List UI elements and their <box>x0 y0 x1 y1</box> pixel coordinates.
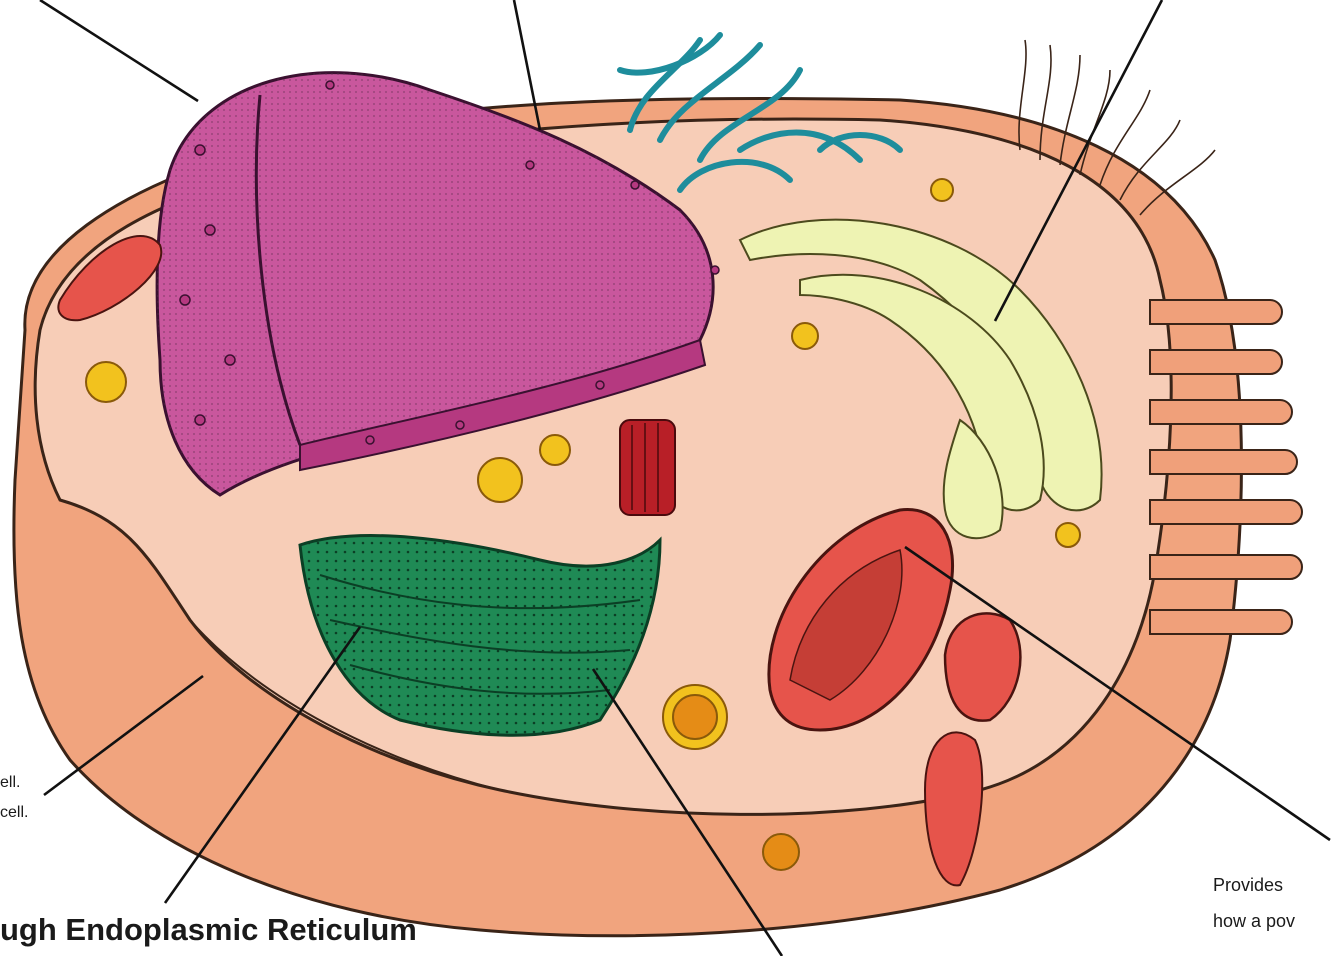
centriole-icon <box>620 420 675 515</box>
rough-er-label: ugh Endoplasmic Reticulum <box>0 912 417 948</box>
mitochondria-label-line1: Provides <box>1213 874 1283 896</box>
membrane-label-line2: cell. <box>0 802 28 824</box>
membrane-label-line1: ell. <box>0 772 20 794</box>
mitochondria-label-line2: how a pov <box>1213 910 1295 932</box>
